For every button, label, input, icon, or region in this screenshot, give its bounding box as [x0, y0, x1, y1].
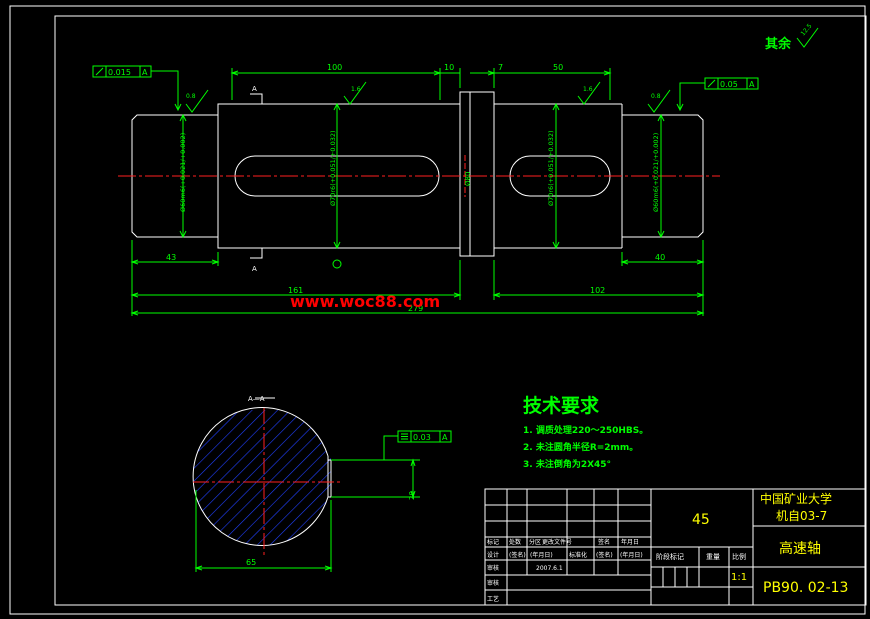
svg-text:43: 43	[166, 253, 176, 262]
surface-finish-note: 其余	[765, 36, 792, 52]
surface-finish-symbol: 12.5	[796, 22, 819, 48]
svg-text:标准化: 标准化	[569, 551, 587, 559]
svg-text:161: 161	[288, 286, 303, 295]
shaft-outline: A A	[131, 85, 704, 273]
svg-text:2007.6.1: 2007.6.1	[536, 565, 563, 572]
svg-text:0.8: 0.8	[651, 93, 661, 100]
svg-text:65: 65	[246, 558, 256, 567]
tech-req-item-2: 2. 未注圆角半径R=2mm。	[523, 441, 638, 453]
tech-req-title: 技术要求	[523, 394, 600, 417]
svg-text:A: A	[142, 68, 148, 77]
svg-text:年月日: 年月日	[621, 538, 639, 546]
svg-text:工艺: 工艺	[487, 595, 499, 603]
svg-text:(年月日): (年月日)	[530, 551, 553, 559]
svg-text:1.6: 1.6	[351, 86, 361, 93]
svg-text:Ø80: Ø80	[464, 172, 472, 186]
technical-requirements: 技术要求 1. 调质处理220～250HBS。 2. 未注圆角半径R=2mm。 …	[523, 394, 648, 470]
svg-text:20: 20	[408, 491, 416, 500]
top-dimensions: 100 10 7 50	[230, 63, 612, 100]
svg-text:12.5: 12.5	[800, 22, 814, 37]
roughness-symbols: 0.8 1.6 1.6 0.8	[185, 81, 671, 113]
svg-text:102: 102	[590, 286, 605, 295]
svg-text:Ø60m6(+0.021/+0.002): Ø60m6(+0.021/+0.002)	[652, 133, 660, 212]
svg-text:0.03: 0.03	[413, 433, 431, 442]
svg-text:(签名): (签名)	[596, 551, 613, 559]
drawing-number: PB90. 02-13	[763, 580, 848, 596]
svg-text:分区: 分区	[529, 538, 541, 546]
org-line-1: 中国矿业大学	[760, 491, 832, 506]
tolerance-frame-left: 0.015 A	[92, 65, 182, 112]
svg-text:设计: 设计	[487, 551, 499, 559]
svg-text:0.015: 0.015	[108, 68, 131, 77]
svg-text:A: A	[252, 265, 257, 273]
material: 45	[692, 512, 710, 528]
diameter-dimensions: Ø60m6(+0.021/+0.002) Ø70r6(+0.051/+0.032…	[179, 102, 665, 269]
svg-text:Ø70r6(+0.051/+0.032): Ø70r6(+0.051/+0.032)	[547, 130, 555, 206]
svg-text:比例: 比例	[732, 552, 746, 561]
svg-text:签名: 签名	[598, 538, 610, 546]
tech-req-item-3: 3. 未注倒角为2X45°	[523, 458, 611, 470]
svg-text:重量: 重量	[706, 553, 720, 561]
svg-text:1:1: 1:1	[731, 572, 747, 583]
svg-text:10: 10	[444, 63, 454, 72]
part-name: 高速轴	[779, 540, 821, 557]
svg-text:(签名): (签名)	[509, 551, 526, 559]
svg-text:处数: 处数	[509, 538, 521, 546]
section-a-a: A—A 65 20 0.03 A	[192, 395, 452, 572]
svg-text:标记: 标记	[487, 538, 499, 546]
svg-text:1.6: 1.6	[583, 86, 593, 93]
svg-text:0.8: 0.8	[186, 93, 196, 100]
watermark: www.woc88.com	[290, 292, 440, 311]
svg-text:阶段标记: 阶段标记	[656, 552, 684, 561]
svg-text:Ø70r6(+0.051/+0.032): Ø70r6(+0.051/+0.032)	[329, 130, 337, 206]
svg-text:A—A: A—A	[248, 395, 265, 403]
svg-text:A: A	[749, 80, 755, 89]
bottom-dimensions: 43 40 161 102 279	[130, 240, 705, 316]
svg-text:(年月日): (年月日)	[620, 551, 643, 559]
svg-text:50: 50	[553, 63, 563, 72]
svg-text:100: 100	[327, 63, 342, 72]
inner-frame	[54, 15, 867, 606]
title-block: 标记 处数 分区 更改文件号 签名 年月日 设计 (签名) (年月日) 标准化 …	[484, 488, 866, 606]
svg-text:40: 40	[655, 253, 665, 262]
svg-text:Ø60m6(+0.021/+0.002): Ø60m6(+0.021/+0.002)	[179, 133, 187, 212]
svg-text:审核: 审核	[487, 564, 499, 572]
svg-text:7: 7	[498, 63, 503, 72]
svg-text:更改文件号: 更改文件号	[542, 538, 572, 546]
svg-text:审核: 审核	[487, 579, 499, 587]
svg-text:A: A	[442, 433, 448, 442]
svg-text:279: 279	[408, 304, 423, 313]
org-line-2: 机自03-7	[776, 509, 827, 523]
svg-text:A: A	[252, 85, 257, 93]
tolerance-frame-right: 0.05 A	[676, 77, 759, 112]
tech-req-item-1: 1. 调质处理220～250HBS。	[523, 424, 648, 436]
svg-text:0.05: 0.05	[720, 80, 738, 89]
outer-frame	[9, 5, 866, 615]
